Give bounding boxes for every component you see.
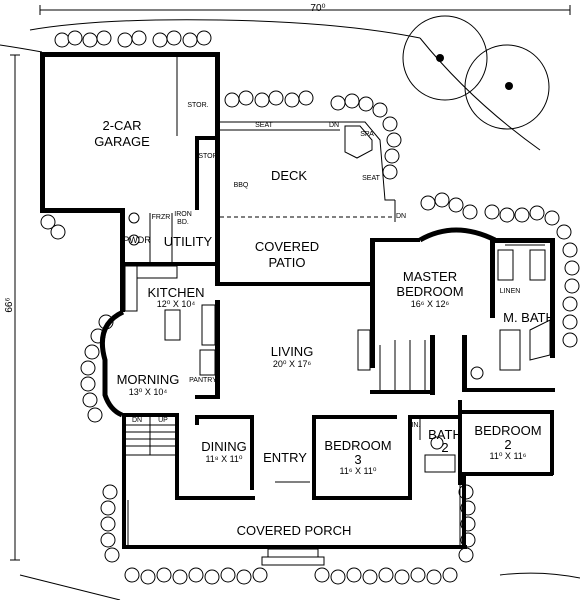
dining-dimensions: 11⁸ X 11⁰ xyxy=(205,454,242,464)
storage-label: STOR. xyxy=(187,102,208,109)
morning-dimensions: 13⁰ X 10⁴ xyxy=(129,387,168,397)
deck-stair-down-label: DN xyxy=(329,122,339,129)
garage-label-line2: GARAGE xyxy=(94,134,150,149)
shrubs xyxy=(40,30,580,585)
master-bedroom-label-line2: BEDROOM xyxy=(396,284,463,299)
shrub-row-porch xyxy=(100,484,476,585)
bbq-label: BBQ xyxy=(234,182,249,189)
kitchen-label: KITCHEN xyxy=(147,285,204,300)
covered-porch-label: COVERED PORCH xyxy=(237,523,352,538)
garage-label-line1: 2-CAR xyxy=(102,118,141,133)
seat-label: SEAT xyxy=(255,122,273,129)
washer-icon xyxy=(128,212,140,224)
dining-label: DINING xyxy=(201,439,247,454)
covered-patio-label-line2: PATIO xyxy=(268,255,305,270)
bath-2-label-line1: BATH xyxy=(428,427,462,442)
stair-down-label: DN xyxy=(132,417,142,424)
living-dimensions: 20⁰ X 17⁶ xyxy=(273,359,312,369)
utility-label: UTILITY xyxy=(164,234,213,249)
freezer-label: FRZR xyxy=(152,214,171,221)
dimension-lines: 70⁰ 66⁶ xyxy=(4,3,571,561)
shrub-row-master xyxy=(420,192,580,348)
toilet-icon xyxy=(128,234,140,246)
toilet-icon xyxy=(430,436,444,450)
covered-patio-label-line1: COVERED xyxy=(255,239,319,254)
linen-closet-label: LIN. xyxy=(408,422,421,429)
tub-icon xyxy=(424,454,456,473)
shrub-row-top xyxy=(54,30,212,48)
master-bedroom-label-line1: MASTER xyxy=(403,269,457,284)
bedroom-3-dimensions: 11⁶ X 11⁰ xyxy=(339,466,376,476)
powder-room-label: PWDR xyxy=(123,235,151,245)
master-bedroom-dimensions: 16⁶ X 12⁶ xyxy=(411,299,450,309)
walls xyxy=(40,52,555,566)
bedroom-2-label-line2: 2 xyxy=(504,437,511,452)
spa-outline xyxy=(344,125,373,159)
bath-2-label-line2: 2 xyxy=(441,440,448,455)
iron-board-label-line1: IRON xyxy=(174,211,192,218)
stair-treads xyxy=(125,424,175,447)
entry-label: ENTRY xyxy=(263,450,307,465)
tree-trunk-icon xyxy=(436,54,444,62)
width-dimension: 70⁰ xyxy=(310,3,325,14)
storage-label-2: STOR xyxy=(198,153,217,160)
morning-label: MORNING xyxy=(117,372,180,387)
deck-label: DECK xyxy=(271,168,307,183)
living-label: LIVING xyxy=(271,344,314,359)
pantry-label: PANTRY xyxy=(189,377,217,384)
shrub-row-deck xyxy=(224,90,402,180)
closet-rods xyxy=(379,244,545,390)
master-bath-label: M. BATH xyxy=(503,310,555,325)
bedroom-3-label-line1: BEDROOM xyxy=(324,438,391,453)
toilet-icon xyxy=(470,366,484,380)
bedroom-2-dimensions: 11⁰ X 11⁶ xyxy=(489,451,526,461)
linen-label: LINEN xyxy=(500,288,521,295)
iron-board-label-line2: BD. xyxy=(177,219,189,226)
stair-up-label: UP xyxy=(158,417,168,424)
spa-label: SPA xyxy=(360,131,374,138)
landscape xyxy=(0,15,580,600)
shrub-row-left xyxy=(40,214,114,423)
tree-trunk-icon xyxy=(505,82,513,90)
seat-label-2: SEAT xyxy=(362,175,380,182)
deck-stair-down-label-2: DN xyxy=(396,213,406,220)
tree-outline xyxy=(402,15,488,101)
depth-dimension: 66⁶ xyxy=(4,297,15,312)
room-labels: 2-CAR GARAGE STOR. STOR BBQ SEAT SEAT DN… xyxy=(94,102,555,538)
bedroom-2-label-line1: BEDROOM xyxy=(474,423,541,438)
kitchen-dimensions: 12⁰ X 10⁴ xyxy=(157,299,196,309)
bedroom-3-label-line2: 3 xyxy=(354,452,361,467)
